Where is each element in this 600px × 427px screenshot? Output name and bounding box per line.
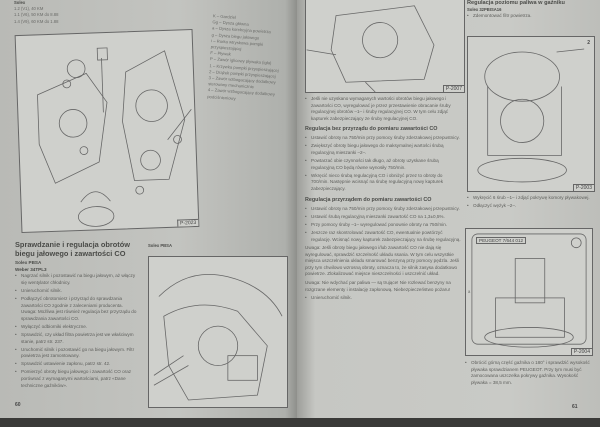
list-item: Odłączyć wężyk –2–. [467, 203, 595, 210]
list-item: Pomierzyć obroty biegu jałowego i zawart… [15, 369, 137, 389]
list-item: Przy pomocy śruby –1– wyregulować ponown… [305, 222, 461, 229]
callout-number: 2 [587, 40, 590, 46]
list-item: Sprawdzić, czy układ filtra powietrza je… [15, 332, 137, 345]
list-item: Ustawić śrubą regulacyjną mieszanki zawa… [305, 214, 461, 221]
carburetor-top-drawing [477, 48, 585, 183]
list-item: Jeszcze raz skontrolować zawartość CO, e… [305, 230, 461, 243]
left-page: Solex 1.2 (V1), 40 KM 1.1 (V6), 50 KM do… [0, 0, 297, 418]
list-item: Wykręcić 6 śrub –1– i zdjąć pokrywę komo… [467, 195, 595, 202]
subheading: Solex 32PBISA16 [467, 7, 502, 12]
float-chamber-figure: 2 P-2003 [467, 36, 595, 192]
gauge-drawing [471, 233, 587, 348]
carburetor-screws-figure: P-2007 [305, 0, 465, 93]
section-heading: Regulacja przyrządem do pomiaru zawartoś… [305, 196, 432, 203]
list-item: Obrócić górną część gaźnika o 180° i spr… [465, 360, 593, 386]
float-gauge-figure: PEUGEOT 7/644 012 a P-2004 [465, 228, 593, 356]
list-item: Unieruchomić silnik. [305, 295, 461, 302]
figure-label: P-2004 [570, 348, 592, 355]
list-item: Ustawić obroty na 750/min przy pomocy śr… [305, 135, 461, 142]
warning-note: Uwaga: Nie wdychać par paliwa — są trują… [305, 280, 451, 292]
section-heading: Sprawdzanie i regulacja obrotów biegu ja… [15, 240, 130, 258]
list-item: Podłączyć obrotomierz i przyrząd do spra… [15, 296, 137, 322]
header-line: 1.1 (V6), 50 KM do 8.88 [14, 12, 59, 18]
list-item: Uruchomić silnik i pozostawić go na bieg… [15, 347, 137, 360]
section-heading: Regulacja bez przyrządu do pomiaru zawar… [305, 126, 438, 133]
list-item: Wkręcić nieco śrubą regulacyjną CO i obn… [305, 173, 461, 193]
engine-drawing [153, 273, 283, 401]
list-item: Zwiększyć obroty biegu jałowego do maksy… [305, 143, 461, 156]
subheading: Solex PBSA [15, 260, 42, 265]
figure-label: P-2007 [442, 85, 464, 92]
instruction-list: Ustawić obroty na 750/min przy pomocy śr… [305, 206, 461, 243]
figure-legend: K – Gardziel Gg – Dysza główna a – Dysza… [207, 13, 295, 105]
figure-label: P-2003 [572, 184, 594, 191]
subheading: Weber 34TPL3 [15, 266, 47, 272]
list-item: Unieruchomić silnik. [15, 288, 137, 295]
engine-header: Solex 1.2 (V1), 40 KM 1.1 (V6), 50 KM do… [14, 0, 104, 25]
list-item: Nagrzać silnik i pozostawić na biegu jał… [15, 273, 137, 286]
section-heading: Regulacja poziomu paliwa w gaźniku [467, 0, 565, 6]
list-item: Zdemontować filtr powietrza. [467, 13, 597, 20]
list-item: Sprawdzić ustawienie zapłonu, patrz str.… [15, 361, 137, 368]
figure-caption: Solex PBSA [148, 243, 172, 248]
list-item: Jeśli nie uzyskano wymaganych wartości o… [305, 96, 461, 122]
instruction-list: Nagrzać silnik i pozostawić na biegu jał… [15, 273, 137, 389]
page-number: 60 [15, 402, 21, 408]
page-number: 61 [572, 404, 578, 410]
right-page: P-2007 Jeśli nie uzyskano wymaganych war… [297, 0, 600, 418]
gauge-label: PEUGEOT 7/644 012 [476, 237, 527, 244]
list-item: Wyłączyć odbiorniki elektryczne. [15, 324, 137, 331]
header-line: 1.4 (V9), 60 KM do 1.88 [14, 18, 59, 24]
carburetor-drawing [306, 5, 435, 92]
instruction-list: Ustawić obroty na 750/min przy pomocy śr… [305, 135, 461, 192]
list-item: Powtarzać obie czynności tak długo, aż o… [305, 158, 461, 171]
header-line: Solex [14, 0, 26, 5]
warning-note: Uwaga: Jeśli obroty biegu jałowego i/lub… [305, 245, 459, 277]
list-item: Ustawić obroty na 750/min przy pomocy śr… [305, 206, 461, 213]
figure-label: P-2023 [177, 218, 199, 227]
idle-adjust-figure [148, 256, 288, 408]
carburetor-drawing [37, 47, 192, 227]
header-line: 1.2 (V1), 40 KM [14, 6, 44, 12]
callout-letter: a [468, 289, 471, 294]
carburetor-exploded-figure: P-2023 [14, 28, 200, 234]
